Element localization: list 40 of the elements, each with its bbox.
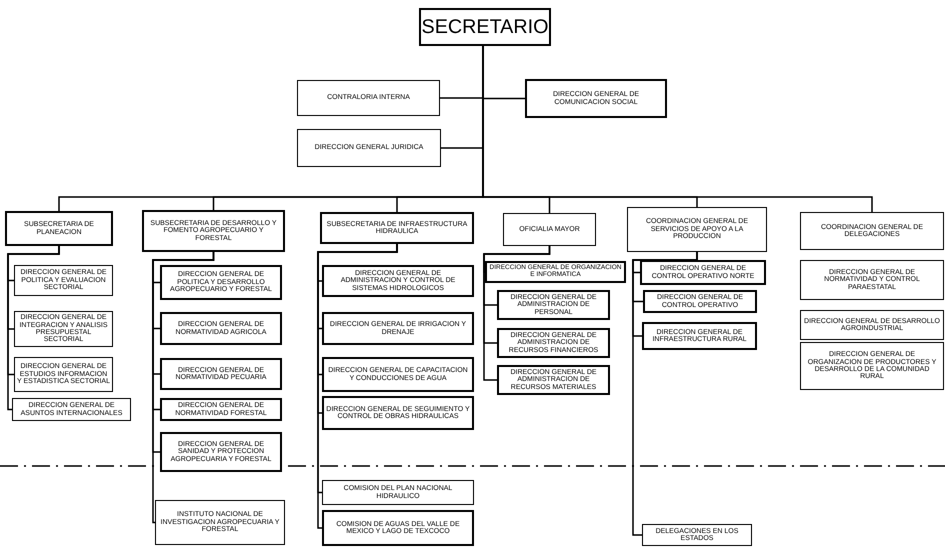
org-box — [497, 290, 610, 320]
org-box — [800, 310, 944, 340]
connector-line — [152, 252, 214, 524]
org-box — [322, 480, 474, 505]
org-box — [503, 213, 596, 246]
org-box — [800, 260, 944, 300]
org-box — [800, 212, 944, 250]
org-box — [627, 207, 767, 252]
org-box — [297, 129, 441, 167]
connector-line — [7, 246, 60, 410]
org-box — [322, 357, 474, 392]
org-box — [160, 312, 282, 345]
org-box — [322, 265, 474, 297]
org-box — [322, 396, 474, 430]
unit-name: SECRETARIO — [422, 16, 548, 38]
org-box — [142, 210, 285, 252]
org-box — [14, 265, 113, 296]
org-box — [155, 500, 285, 545]
org-box — [640, 260, 766, 285]
org-box — [525, 79, 667, 118]
org-box — [642, 524, 752, 546]
org-box — [160, 358, 282, 390]
org-box — [497, 328, 610, 358]
org-box — [12, 398, 131, 421]
org-box — [643, 290, 757, 313]
connector-line — [483, 246, 550, 381]
org-box — [14, 357, 113, 392]
org-box — [322, 510, 474, 546]
org-box — [297, 80, 440, 116]
org-box — [160, 265, 282, 300]
org-box — [497, 365, 610, 395]
org-box — [160, 398, 282, 421]
org-box — [320, 212, 474, 244]
org-box — [800, 342, 944, 390]
org-box — [5, 211, 113, 246]
org-box — [642, 322, 757, 350]
org-box — [419, 8, 551, 46]
org-box — [160, 432, 282, 472]
org-box — [485, 261, 626, 283]
org-box — [322, 312, 474, 345]
